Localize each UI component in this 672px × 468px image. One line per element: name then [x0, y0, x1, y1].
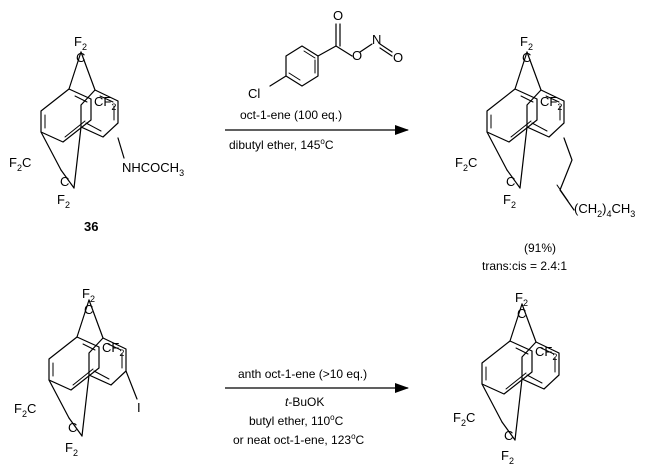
svg-text:F2: F2	[82, 286, 95, 304]
svg-text:F2C: F2C	[453, 410, 475, 428]
svg-text:F2: F2	[503, 192, 516, 210]
svg-text:F2: F2	[515, 290, 528, 308]
svg-text:(CH2)4CH3: (CH2)4CH3	[574, 201, 635, 219]
reagent-anth-oct-1-ene: anth oct-1-ene (>10 eq.)	[238, 367, 367, 381]
svg-text:CF2: CF2	[94, 94, 116, 112]
product-1-labels: F2 C CF2 F2C C F2 (CH2)4CH3 (91%) trans:…	[455, 34, 635, 273]
svg-text:C: C	[68, 420, 77, 435]
iodo-cyclophane	[48, 299, 127, 437]
svg-text:O: O	[333, 8, 343, 23]
svg-text:C: C	[522, 50, 531, 65]
iodo-cyclophane-labels: F2 C CF2 F2C C F2 I	[14, 286, 141, 458]
svg-text:F2C: F2C	[9, 155, 31, 173]
svg-text:NHCOCH3: NHCOCH3	[122, 160, 184, 178]
svg-text:F2: F2	[57, 192, 70, 210]
solvent-temperature-2: butyl ether, 110oC	[249, 413, 344, 428]
reagent-oct-1-ene: oct-1-ene (100 eq.)	[240, 108, 342, 122]
reagent-chlorobenzoyl-nitrite: O O N O Cl	[248, 8, 403, 101]
svg-text:CF2: CF2	[540, 94, 562, 112]
svg-text:CF2: CF2	[535, 344, 557, 362]
svg-text:C: C	[84, 302, 93, 317]
svg-text:F2C: F2C	[455, 155, 477, 173]
svg-text:C: C	[76, 50, 85, 65]
yield-text: (91%)	[524, 241, 556, 255]
svg-text:C: C	[517, 306, 526, 321]
svg-text:F2: F2	[520, 34, 533, 52]
svg-text:O: O	[393, 50, 403, 65]
svg-text:CF2: CF2	[102, 340, 124, 358]
product-alkylated-cyclophane	[486, 51, 565, 189]
svg-text:N: N	[372, 32, 381, 47]
svg-text:O: O	[352, 48, 362, 63]
base-t-buok: t-BuOK	[285, 395, 324, 409]
svg-text:F2C: F2C	[14, 401, 36, 419]
compound-number: 36	[84, 219, 98, 234]
svg-text:C: C	[60, 174, 69, 189]
svg-text:C: C	[506, 174, 515, 189]
solvent-temperature-1: dibutyl ether, 145oC	[229, 137, 334, 152]
svg-text:Cl: Cl	[248, 86, 260, 101]
svg-text:I: I	[137, 400, 141, 415]
parent-cyclophane-labels: F2 C CF2 F2C C F2	[453, 290, 557, 466]
parent-cyclophane	[481, 303, 560, 441]
neat-temperature: or neat oct-1-ene, 123oC	[233, 432, 365, 447]
svg-text:C: C	[504, 428, 513, 443]
trans-cis-ratio: trans:cis = 2.4:1	[482, 259, 567, 273]
svg-text:F2: F2	[74, 34, 87, 52]
compound-36-labels: F2 C CF2 F2C C F2 NHCOCH3 36	[9, 34, 184, 234]
compound-36	[40, 51, 119, 189]
svg-text:F2: F2	[501, 448, 514, 466]
svg-text:F2: F2	[65, 440, 78, 458]
